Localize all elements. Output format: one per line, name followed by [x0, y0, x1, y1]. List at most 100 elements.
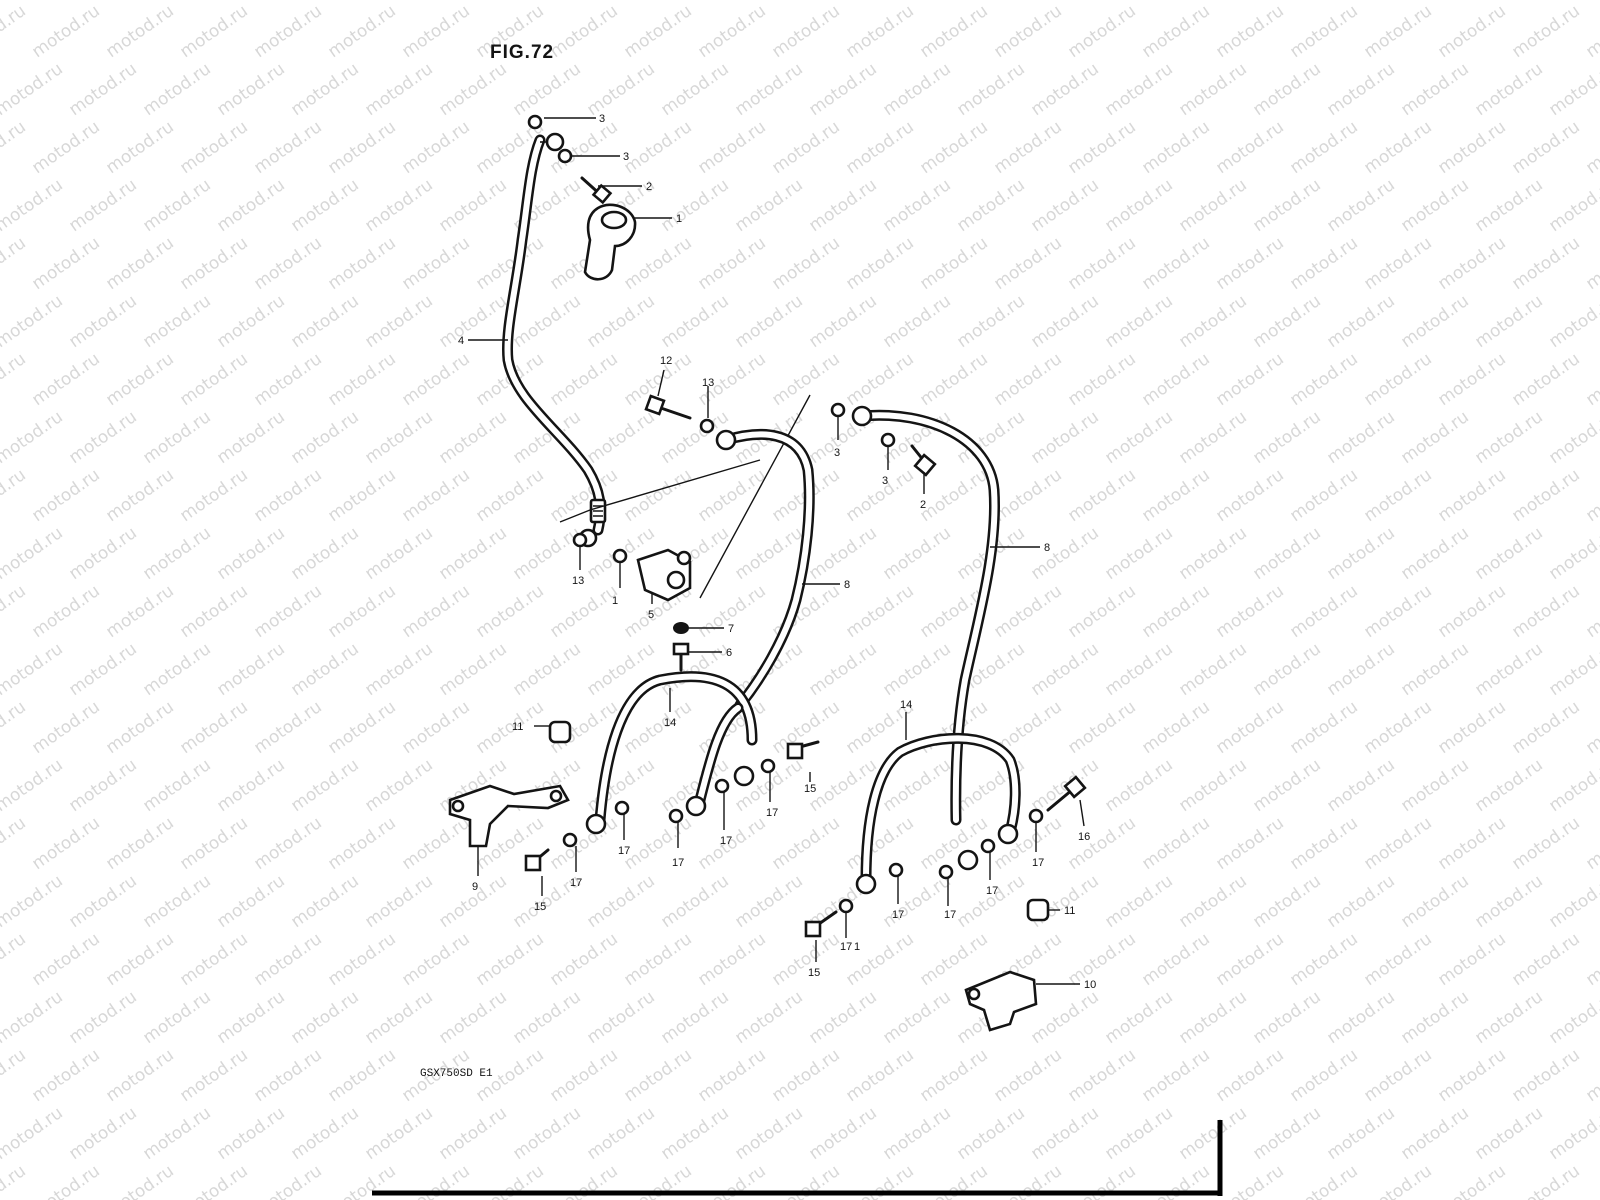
watermark-text: motod.ru: [990, 117, 1065, 178]
watermark-text: motod.ru: [213, 871, 288, 932]
watermark-text: motod.ru: [1434, 117, 1509, 178]
watermark-text: motod.ru: [0, 349, 30, 410]
watermark-text: motod.ru: [1212, 465, 1287, 526]
watermark-text: motod.ru: [176, 929, 251, 990]
watermark-text: motod.ru: [1027, 175, 1102, 236]
watermark-text: motod.ru: [953, 175, 1028, 236]
watermark-text: motod.ru: [546, 349, 621, 410]
watermark-text: motod.ru: [1064, 117, 1139, 178]
watermark-text: motod.ru: [361, 0, 436, 4]
watermark-text: motod.ru: [1138, 1, 1213, 62]
watermark-text: motod.ru: [213, 987, 288, 1048]
watermark-text: motod.ru: [1286, 465, 1361, 526]
union-bolt-12-icon: [644, 394, 692, 420]
watermark-text: motod.ru: [1101, 1103, 1176, 1164]
watermark-text: motod.ru: [1138, 813, 1213, 874]
watermark-text: motod.ru: [1101, 987, 1176, 1048]
watermark-text: motod.ru: [509, 291, 584, 352]
hose-clamp-9: [448, 784, 570, 848]
watermark-text: motod.ru: [1471, 175, 1546, 236]
watermark-text: motod.ru: [620, 117, 695, 178]
watermark-text: motod.ru: [1175, 639, 1250, 700]
callout-label: 15: [534, 901, 546, 913]
watermark-text: motod.ru: [509, 987, 584, 1048]
bleeder-cap-11-icon: [548, 720, 572, 744]
watermark-text: motod.ru: [213, 175, 288, 236]
watermark-text: motod.ru: [250, 929, 325, 990]
watermark-text: motod.ru: [176, 349, 251, 410]
watermark-text: motod.ru: [287, 175, 362, 236]
nut-7-icon: [673, 622, 689, 634]
watermark-text: motod.ru: [250, 1045, 325, 1106]
watermark-text: motod.ru: [139, 871, 214, 932]
watermark-text: motod.ru: [1397, 407, 1472, 468]
watermark-text: motod.ru: [0, 755, 67, 816]
watermark-text: motod.ru: [583, 59, 658, 120]
callout-label: 1: [854, 941, 860, 953]
watermark-text: motod.ru: [1138, 349, 1213, 410]
watermark-text: motod.ru: [1212, 697, 1287, 758]
watermark-text: motod.ru: [731, 1103, 806, 1164]
watermark-text: motod.ru: [509, 59, 584, 120]
watermark-text: motod.ru: [139, 523, 214, 584]
callout-label: 8: [1044, 542, 1050, 554]
watermark-text: motod.ru: [361, 523, 436, 584]
watermark-text: motod.ru: [583, 871, 658, 932]
watermark-text: motod.ru: [398, 1, 473, 62]
watermark-text: motod.ru: [1064, 697, 1139, 758]
watermark-text: motod.ru: [657, 871, 732, 932]
watermark-text: motod.ru: [324, 349, 399, 410]
watermark-text: motod.ru: [1508, 1, 1583, 62]
watermark-text: motod.ru: [1249, 59, 1324, 120]
watermark-text: motod.ru: [324, 813, 399, 874]
watermark-text: motod.ru: [1323, 1103, 1398, 1164]
watermark-text: motod.ru: [1434, 813, 1509, 874]
watermark-text: motod.ru: [28, 1045, 103, 1106]
watermark-text: motod.ru: [1286, 581, 1361, 642]
watermark-text: motod.ru: [287, 523, 362, 584]
watermark-text: motod.ru: [1064, 929, 1139, 990]
watermark-text: motod.ru: [842, 1045, 917, 1106]
watermark-text: motod.ru: [1434, 349, 1509, 410]
watermark-text: motod.ru: [1397, 523, 1472, 584]
watermark-text: motod.ru: [0, 1, 30, 62]
three-way-joint-5: [636, 548, 692, 602]
watermark-text: motod.ru: [694, 1045, 769, 1106]
watermark-text: motod.ru: [657, 59, 732, 120]
watermark-text: motod.ru: [1434, 465, 1509, 526]
watermark-text: motod.ru: [65, 639, 140, 700]
watermark-text: motod.ru: [472, 929, 547, 990]
watermark-text: motod.ru: [0, 523, 67, 584]
watermark-text: motod.ru: [102, 813, 177, 874]
watermark-text: motod.ru: [1249, 755, 1324, 816]
watermark-text: motod.ru: [287, 291, 362, 352]
watermark-text: motod.ru: [139, 755, 214, 816]
watermark-text: motod.ru: [28, 813, 103, 874]
callout-label: 17: [892, 909, 904, 921]
brake-pipe-14-left: [585, 671, 758, 835]
watermark-text: motod.ru: [620, 1045, 695, 1106]
watermark-text: motod.ru: [176, 1, 251, 62]
callout-label: 17: [672, 857, 684, 869]
watermark-text: motod.ru: [361, 639, 436, 700]
watermark-text: motod.ru: [842, 349, 917, 410]
watermark-text: motod.ru: [139, 59, 214, 120]
watermark-text: motod.ru: [1138, 581, 1213, 642]
watermark-text: motod.ru: [472, 465, 547, 526]
watermark-text: motod.ru: [1545, 407, 1600, 468]
callout-label: 17: [618, 845, 630, 857]
watermark-text: motod.ru: [953, 871, 1028, 932]
watermark-text: motod.ru: [1582, 1161, 1600, 1200]
watermark-text: motod.ru: [65, 755, 140, 816]
watermark-text: motod.ru: [287, 639, 362, 700]
watermark-text: motod.ru: [435, 175, 510, 236]
watermark-text: motod.ru: [1286, 1, 1361, 62]
watermark-text: motod.ru: [1138, 233, 1213, 294]
watermark-text: motod.ru: [1249, 407, 1324, 468]
watermark-text: motod.ru: [1286, 929, 1361, 990]
watermark-text: motod.ru: [1027, 639, 1102, 700]
callout-layer: 3 3 2 1 4 12 13 3 3 2 8 8 13 1 5 7 6 14 …: [458, 113, 1096, 991]
watermark-text: motod.ru: [0, 813, 30, 874]
watermark-text: motod.ru: [361, 59, 436, 120]
watermark-text: motod.ru: [620, 465, 695, 526]
